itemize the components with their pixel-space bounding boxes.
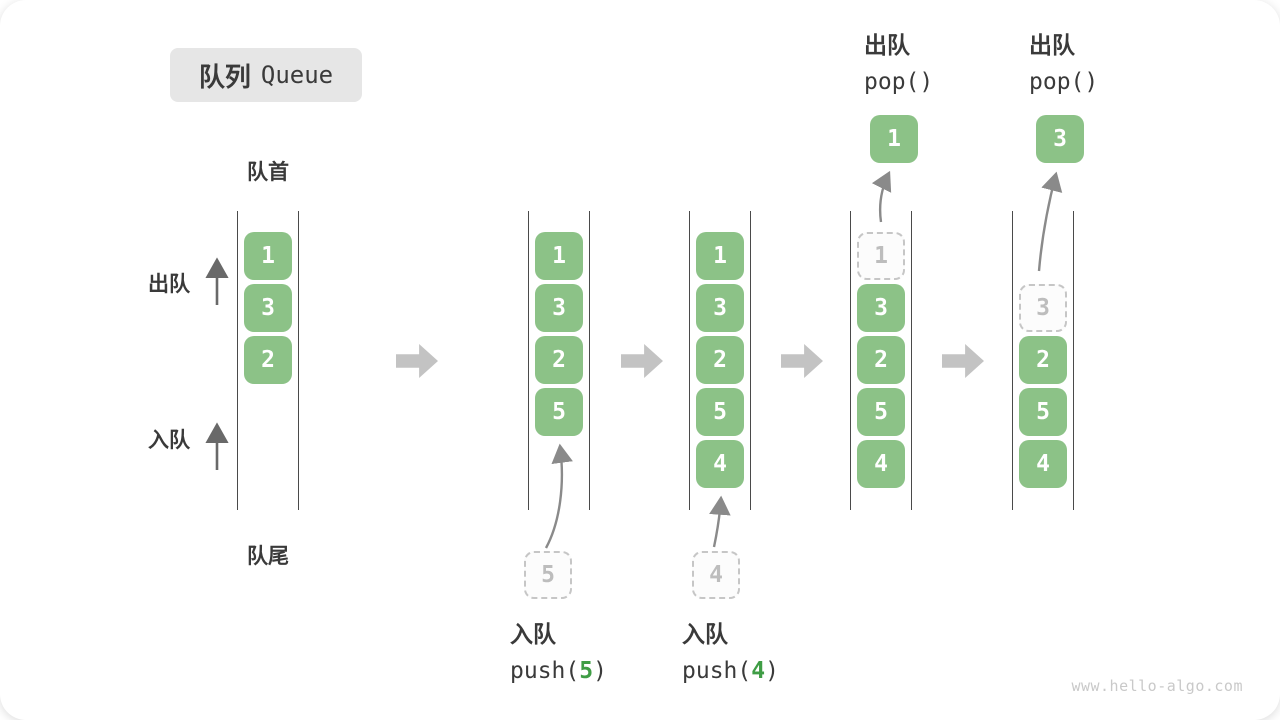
popped-item: 1 — [870, 115, 918, 163]
queue-item: 4 — [696, 440, 744, 488]
push4-action: 入队 — [682, 621, 728, 647]
incoming-item-ghost: 4 — [692, 551, 740, 599]
push5-arg: 5 — [579, 658, 594, 684]
queue-item: 2 — [1019, 336, 1067, 384]
push5-code: push(5) — [510, 653, 607, 690]
queue-item: 4 — [1019, 440, 1067, 488]
pop1-op-label: 出队 pop() — [864, 27, 933, 101]
queue-item: 1 — [244, 232, 292, 280]
queue-item: 1 — [535, 232, 583, 280]
watermark: www.hello-algo.com — [1071, 677, 1243, 695]
queue-rear-label: 队尾 — [247, 545, 289, 568]
queue-item: 3 — [535, 284, 583, 332]
push4-close: ) — [765, 658, 779, 684]
title-zh: 队列 — [198, 61, 251, 92]
incoming-item-ghost: 5 — [524, 551, 572, 599]
queue-item: 4 — [857, 440, 905, 488]
push4-code: push(4) — [682, 653, 779, 690]
push4-fn: push( — [682, 658, 752, 684]
pop3-code: pop() — [1029, 69, 1099, 95]
queue-front-label: 队首 — [247, 161, 289, 184]
push4-arg: 4 — [751, 658, 766, 684]
queue-item: 2 — [696, 336, 744, 384]
stage-arrow-icon — [781, 344, 823, 378]
queue-item: 3 — [244, 284, 292, 332]
pop1-action: 出队 — [864, 32, 910, 58]
queue-item: 2 — [857, 336, 905, 384]
popped-item-ghost: 3 — [1019, 284, 1067, 332]
push5-close: ) — [593, 658, 607, 684]
title-en: Queue — [260, 61, 334, 89]
stage-arrow-icon — [942, 344, 984, 378]
dequeue-side-label: 出队 — [148, 273, 190, 296]
stage-arrow-icon — [621, 344, 663, 378]
queue-item: 1 — [696, 232, 744, 280]
queue-walls — [850, 211, 912, 510]
push5-op-label: 入队 push(5) — [510, 616, 607, 690]
popped-item-ghost: 1 — [857, 232, 905, 280]
popped-item: 3 — [1036, 115, 1084, 163]
queue-walls — [689, 211, 751, 510]
queue-item: 3 — [857, 284, 905, 332]
queue-item: 5 — [857, 388, 905, 436]
queue-item: 5 — [535, 388, 583, 436]
queue-walls — [528, 211, 590, 510]
queue-walls — [1012, 211, 1074, 510]
queue-item: 2 — [535, 336, 583, 384]
push4-op-label: 入队 push(4) — [682, 616, 779, 690]
stage-arrow-icon — [396, 344, 438, 378]
enqueue-side-label: 入队 — [148, 429, 190, 452]
diagram-title: 队列 Queue — [170, 48, 362, 102]
queue-walls — [237, 211, 299, 510]
pop3-op-label: 出队 pop() — [1029, 27, 1098, 101]
push5-fn: push( — [510, 658, 580, 684]
queue-item: 5 — [1019, 388, 1067, 436]
pop3-action: 出队 — [1029, 32, 1075, 58]
queue-item: 5 — [696, 388, 744, 436]
push5-action: 入队 — [510, 621, 556, 647]
queue-item: 2 — [244, 336, 292, 384]
pop1-code: pop() — [864, 69, 934, 95]
queue-item: 3 — [696, 284, 744, 332]
